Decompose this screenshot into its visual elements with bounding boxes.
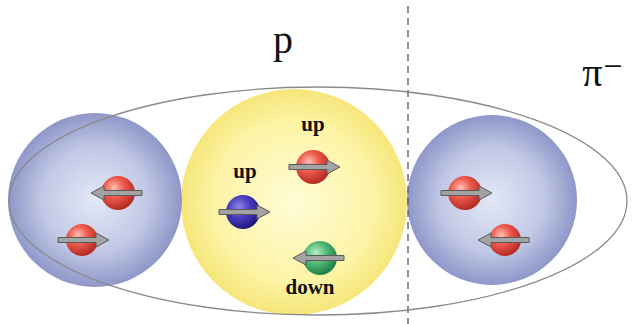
- ellipse-outline: [9, 87, 627, 315]
- spin-arrow: [289, 160, 340, 174]
- quark-label: up: [233, 160, 256, 183]
- quark-sphere: [203, 172, 283, 252]
- spin-arrow: [219, 205, 270, 219]
- divider-line: [407, 6, 408, 324]
- pion-quark: [58, 224, 109, 256]
- particle-label: π⁻: [582, 51, 623, 95]
- proton-ellipse: pupupdown: [8, 86, 628, 316]
- quark: up: [203, 172, 283, 252]
- quark: up: [273, 127, 353, 207]
- quark: down: [280, 218, 360, 298]
- pion-cloud: [407, 115, 577, 285]
- particle-label: p: [273, 18, 293, 62]
- spin-arrow: [293, 251, 344, 265]
- pion-quark: [91, 176, 142, 210]
- quark-label: down: [285, 276, 334, 299]
- proton-core: [181, 89, 407, 315]
- pion-quark: [441, 176, 492, 210]
- quark-label: up: [301, 113, 324, 136]
- pion-cloud: [8, 113, 182, 287]
- pion-quark: [478, 224, 529, 256]
- quark-sphere: [273, 127, 353, 207]
